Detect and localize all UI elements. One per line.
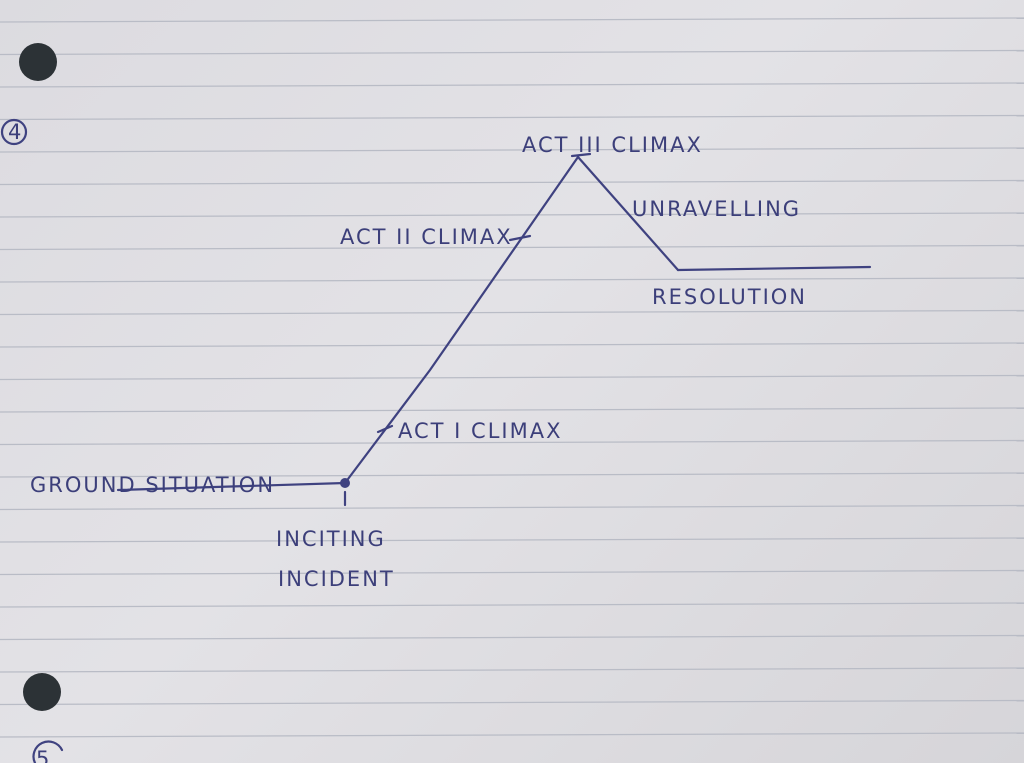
paper-rule <box>0 309 1024 316</box>
paper-rule <box>0 439 1024 446</box>
label-resolution: RESOLUTION <box>652 285 807 309</box>
paper-rule <box>0 569 1024 576</box>
paper-rule <box>0 602 1024 608</box>
page-number-bottom: 5 <box>36 747 51 763</box>
paper-rule <box>0 82 1024 88</box>
paper-rule <box>0 374 1024 381</box>
page-number-circle-top <box>0 118 28 146</box>
binder-hole-top <box>19 43 57 81</box>
paper-rule <box>0 732 1024 738</box>
paper-rule <box>0 342 1024 348</box>
paper-rule <box>0 17 1024 23</box>
paper-rule <box>0 277 1024 283</box>
paper-rule <box>0 179 1024 186</box>
binder-hole-bottom <box>23 673 61 711</box>
label-incident: INCIDENT <box>278 567 395 591</box>
paper-rules <box>0 17 1024 738</box>
label-inciting: INCITING <box>276 527 386 551</box>
paper-rule <box>0 504 1024 511</box>
plot-line <box>116 152 872 507</box>
label-unravelling: UNRAVELLING <box>632 197 801 221</box>
paper-rule <box>0 699 1024 706</box>
paper-rule <box>0 147 1024 153</box>
paper-rule <box>0 49 1024 56</box>
paper-rule <box>0 212 1024 218</box>
page-number-top: 4 <box>8 120 23 144</box>
page-number-circle-bottom <box>32 740 64 763</box>
paper-rule <box>0 472 1024 478</box>
paper-rule <box>0 667 1024 673</box>
paper-rule <box>0 244 1024 251</box>
paper-rule <box>0 634 1024 641</box>
label-act2-climax: ACT II CLIMAX <box>340 225 513 249</box>
label-act1-climax: ACT I CLIMAX <box>398 419 562 443</box>
paper-rule <box>0 407 1024 413</box>
paper-rule <box>0 114 1024 121</box>
paper-rule <box>0 537 1024 543</box>
label-act3-climax: ACT III CLIMAX <box>522 133 703 157</box>
label-ground-situation: GROUND SITUATION <box>30 473 275 497</box>
